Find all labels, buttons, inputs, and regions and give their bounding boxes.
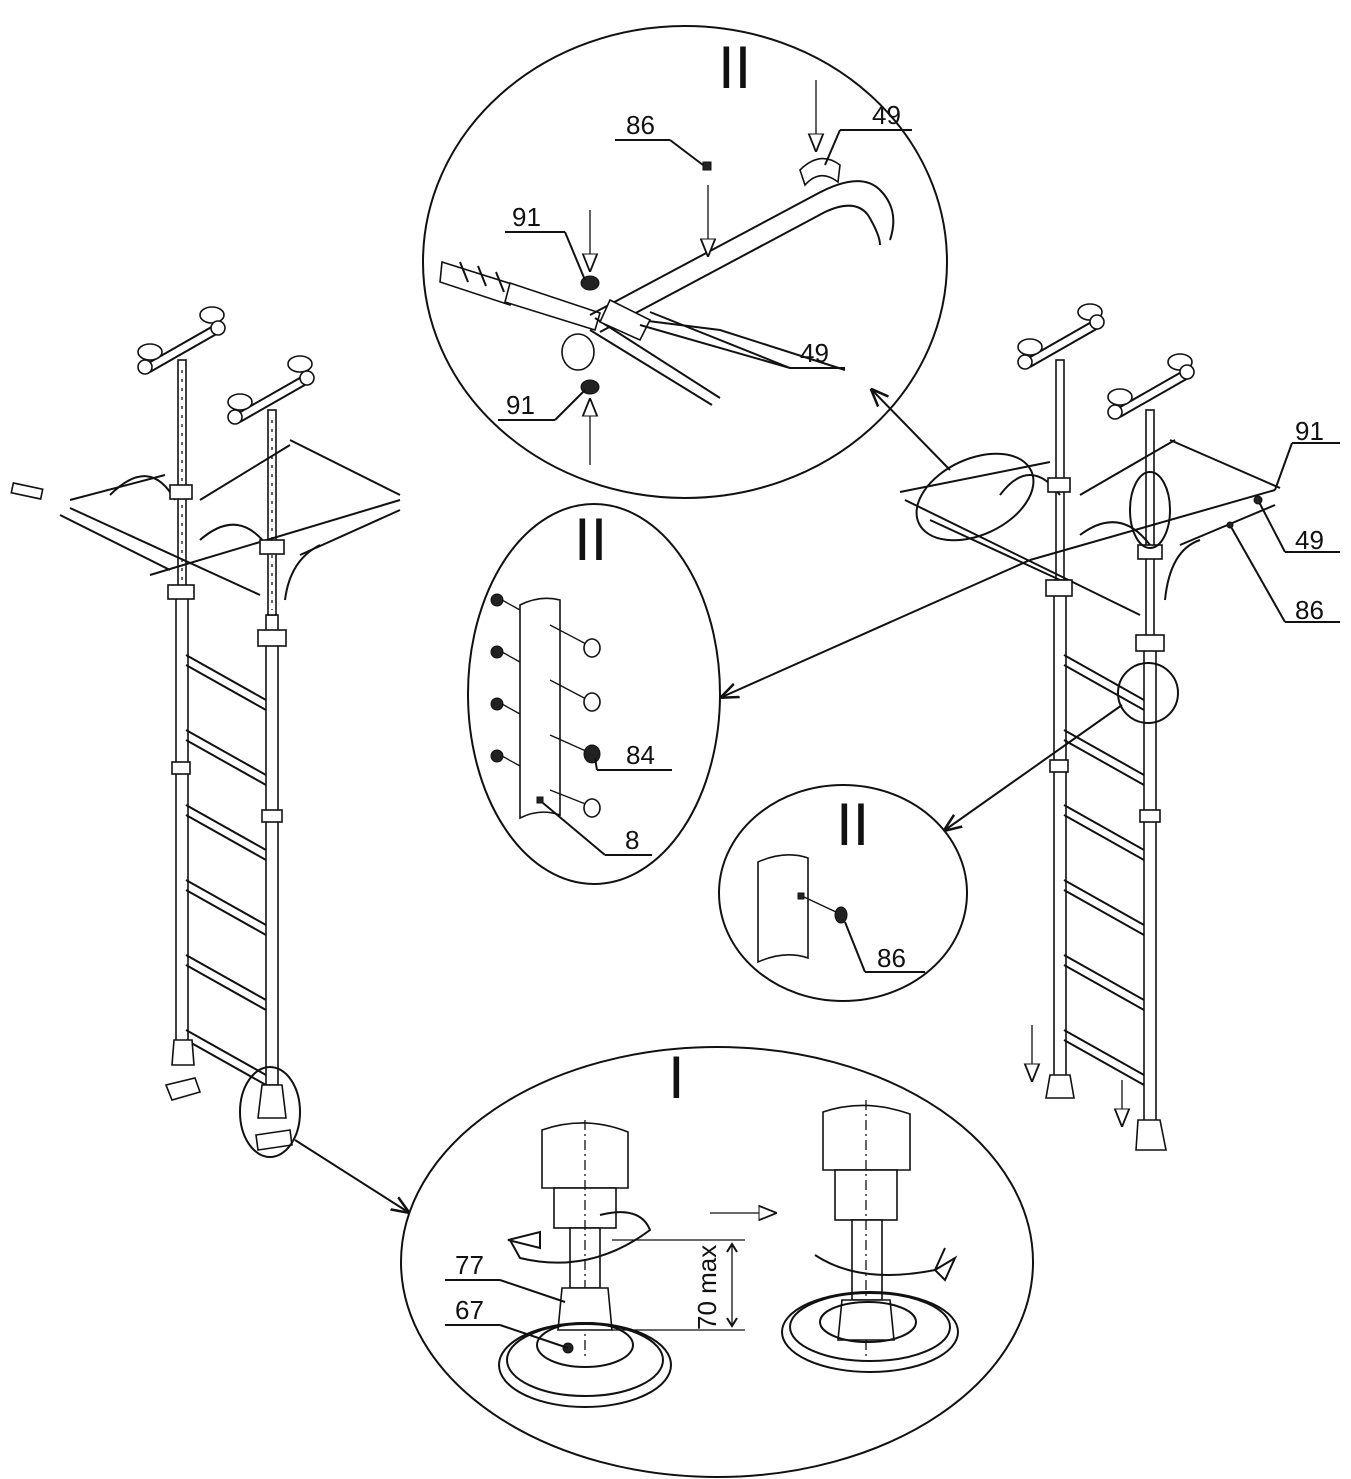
horizontal-frame-right (899, 439, 1281, 616)
label-8: 8 (625, 825, 639, 855)
detail-mid-left-roman: II (574, 506, 607, 573)
label-91-right: 91 (1295, 416, 1324, 446)
screw-86 (702, 161, 712, 171)
detail-mid-right-screw: II 86 (718, 784, 968, 1002)
label-86-mid-right: 86 (877, 943, 906, 973)
right-feet (1045, 1074, 1167, 1151)
right-wall-bars-assembly: 91 49 86 (722, 303, 1340, 1151)
callout-ellipse-side (1129, 471, 1171, 549)
ladder-rungs-right (1063, 654, 1145, 1086)
detail-bottom-roman: I (668, 1044, 685, 1111)
label-67: 67 (455, 1295, 484, 1325)
pole-clamps-right (1045, 477, 1165, 823)
label-84: 84 (626, 740, 655, 770)
callout-circle-pole (1117, 662, 1179, 724)
label-91-top: 91 (512, 202, 541, 232)
label-77: 77 (455, 1250, 484, 1280)
label-70-max: 70 max (692, 1245, 722, 1330)
ladder-rungs (185, 654, 267, 1086)
ceiling-bracket-left (137, 306, 226, 375)
callout-ellipse-top (915, 452, 1035, 542)
ceiling-bracket-right-b (1107, 353, 1195, 420)
pole-clamps (167, 484, 287, 823)
foot-callout-circle (239, 1066, 301, 1158)
handle-grip-left (10, 482, 44, 500)
detail-bottom-foot: I (400, 1044, 1034, 1478)
label-49-mid: 49 (800, 338, 829, 368)
detail-mid-left-plugs: II 84 8 (467, 503, 721, 885)
foot-after (781, 1100, 959, 1373)
grip-handle (439, 260, 601, 332)
detail-top-handle: II 86 49 91 49 91 (422, 25, 948, 499)
foot-before (498, 1120, 672, 1408)
left-feet (164, 1039, 293, 1151)
ceiling-bracket-right (227, 355, 315, 425)
plug-caps-right (583, 638, 601, 818)
label-86-right: 86 (1295, 595, 1324, 625)
ceiling-bracket-right-a (1017, 303, 1105, 370)
detail-mid-right-roman: II (836, 791, 869, 858)
label-86-top: 86 (626, 110, 655, 140)
detail-top-roman: II (718, 34, 751, 101)
label-49-right: 49 (1295, 525, 1324, 555)
plug-column-left (490, 593, 504, 763)
label-91-bottom: 91 (506, 390, 535, 420)
label-49-top: 49 (872, 100, 901, 130)
left-wall-bars-assembly (10, 306, 408, 1212)
horizontal-frame (59, 439, 401, 601)
